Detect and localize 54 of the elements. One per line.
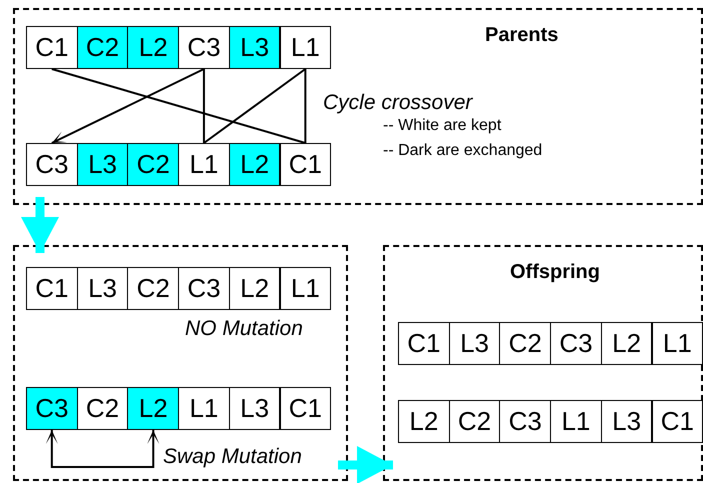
gene-cell: C1: [398, 322, 450, 365]
gene-cell: C3: [26, 387, 78, 430]
gene-cell: C3: [499, 400, 552, 443]
gene-cell: L1: [178, 387, 230, 430]
annotation-text: Swap Mutation: [163, 445, 302, 469]
gene-cell: L3: [228, 26, 280, 69]
gene-cell: L2: [228, 143, 280, 186]
gene-cell: C2: [76, 26, 128, 69]
gene-cell: C2: [127, 143, 180, 186]
gene-cell: L1: [178, 143, 230, 186]
gene-cell: L1: [652, 322, 703, 365]
gene-cell: C2: [448, 400, 500, 443]
note-text: -- Dark are exchanged: [383, 142, 542, 160]
gene-cell: C2: [499, 322, 552, 365]
flow-arrow: [21, 197, 59, 253]
gene-cell: L3: [228, 387, 280, 430]
panel-title: Parents: [485, 24, 558, 47]
connector-line: [52, 68, 306, 144]
gene-cell: L2: [127, 387, 180, 430]
connector-line: [202, 69, 205, 143]
gene-cell: L2: [127, 26, 180, 69]
gene-cell: L1: [280, 267, 332, 310]
gene-cell: C1: [26, 26, 78, 69]
gene-cell: C3: [178, 26, 230, 69]
dashed-panel: [13, 8, 703, 205]
gene-cell: C3: [178, 267, 230, 310]
dashed-panel: [13, 245, 348, 481]
gene-cell: C2: [76, 387, 128, 430]
gene-cell: C1: [280, 387, 332, 430]
gene-cell: L1: [280, 26, 332, 69]
gene-cell: C3: [26, 143, 78, 186]
gene-cell: L1: [550, 400, 602, 443]
dashed-panel: [383, 245, 703, 481]
gene-cell: L3: [76, 143, 128, 186]
gene-cell: C3: [550, 322, 602, 365]
gene-cell: L2: [228, 267, 280, 310]
gene-cell: L3: [76, 267, 128, 310]
gene-cell: L2: [600, 322, 652, 365]
panel-title: Offspring: [510, 261, 600, 284]
annotation-text: NO Mutation: [185, 317, 303, 341]
gene-cell: L2: [398, 400, 450, 443]
flow-arrow: [338, 446, 393, 483]
annotation-text: Cycle crossover: [323, 91, 472, 115]
gene-cell: C1: [280, 143, 332, 186]
gene-cell: C2: [127, 267, 180, 310]
gene-cell: C1: [26, 267, 78, 310]
gene-cell: C1: [652, 400, 703, 443]
gene-cell: L3: [600, 400, 652, 443]
arrow: [46, 430, 160, 468]
arrow: [51, 68, 204, 144]
connector-line: [203, 68, 306, 144]
connector-line: [304, 69, 306, 143]
gene-cell: L3: [448, 322, 500, 365]
note-text: -- White are kept: [383, 117, 502, 135]
